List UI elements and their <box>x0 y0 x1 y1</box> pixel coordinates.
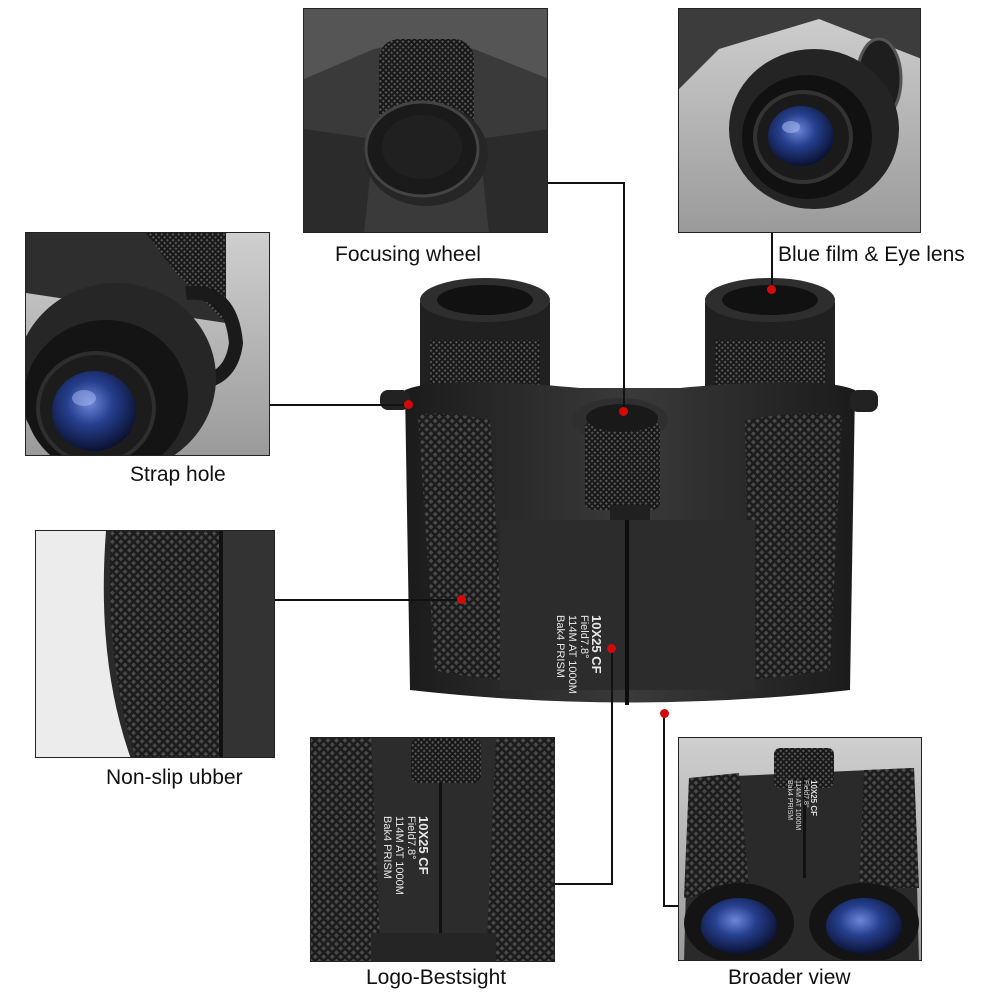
broader-field-text: Field7.8° <box>802 780 809 808</box>
non-slip-photo <box>36 531 274 757</box>
logo-panel: 10X25 CF Field7.8° 114M AT 1000M Bak4 PR… <box>310 737 555 962</box>
broader-view-caption: Broader view <box>728 966 851 989</box>
eye-lens-caption: Blue film & Eye lens <box>778 243 965 266</box>
focusing-wheel-panel <box>303 8 548 233</box>
strap-hole-panel <box>25 232 270 456</box>
logo-callout-line-v <box>611 648 613 884</box>
logo-callout-dot <box>607 644 616 653</box>
logo-printed-text: 10X25 CF Field7.8° 114M AT 1000M Bak4 PR… <box>381 816 431 895</box>
main-field-text: Field7.8° <box>578 615 590 659</box>
broader-distance-text: 114M AT 1000M <box>794 780 801 831</box>
logo-field-text: Field7.8° <box>405 816 417 860</box>
logo-callout-line-h <box>555 883 613 885</box>
binocular-main-photo: 10X25 CF Field7.8° 114M AT 1000M Bak4 PR… <box>380 270 880 730</box>
logo-distance-text: 114M AT 1000M <box>393 816 405 895</box>
focusing-wheel-caption: Focusing wheel <box>335 243 481 266</box>
main-model-text: 10X25 CF <box>589 615 604 674</box>
focus-callout-line-h <box>548 182 625 184</box>
logo-model-text: 10X25 CF <box>416 816 431 875</box>
broader-view-photo <box>679 738 921 960</box>
eye-lens-photo <box>679 9 920 232</box>
focus-callout-line-v <box>623 182 625 410</box>
non-slip-panel <box>35 530 275 758</box>
strap-hole-caption: Strap hole <box>130 463 226 486</box>
non-slip-caption: Non-slip ubber <box>106 766 243 789</box>
logo-prism-text: Bak4 PRISM <box>381 816 393 879</box>
eyelens-callout-dot <box>767 285 776 294</box>
nonslip-callout-dot <box>457 595 466 604</box>
broader-callout-line-h <box>663 905 678 907</box>
broader-view-panel: 10X25 CF Field7.8° 114M AT 1000M Bak4 PR… <box>678 737 922 961</box>
strap-callout-line <box>270 404 408 406</box>
broader-printed-text: 10X25 CF Field7.8° 114M AT 1000M Bak4 PR… <box>785 780 818 831</box>
broader-model-text: 10X25 CF <box>809 780 818 817</box>
main-prism-text: Bak4 PRISM <box>554 615 566 678</box>
logo-photo <box>311 738 554 961</box>
focusing-wheel-photo <box>304 9 547 232</box>
broader-prism-text: Bak4 PRISM <box>786 780 793 821</box>
eyelens-callout-line <box>771 233 773 288</box>
nonslip-callout-line <box>275 599 461 601</box>
broader-callout-dot <box>660 709 669 718</box>
eye-lens-panel <box>678 8 921 233</box>
strap-callout-dot <box>404 400 413 409</box>
focus-callout-dot <box>619 407 628 416</box>
main-distance-text: 114M AT 1000M <box>566 615 578 694</box>
broader-callout-line-v <box>663 713 665 906</box>
logo-caption: Logo-Bestsight <box>366 966 507 989</box>
strap-hole-photo <box>26 233 269 455</box>
main-printed-text: 10X25 CF Field7.8° 114M AT 1000M Bak4 PR… <box>554 615 604 694</box>
